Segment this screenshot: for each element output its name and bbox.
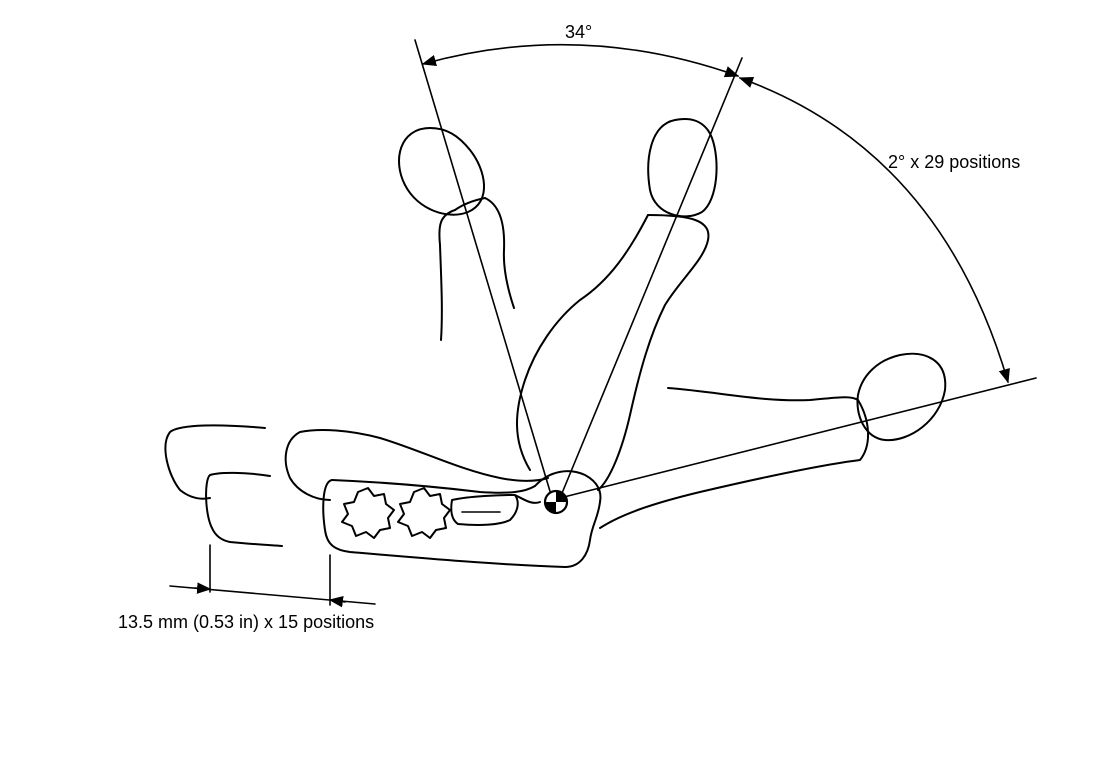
slide-gear-icon [341, 487, 395, 539]
middle-seatback-outline [516, 118, 718, 491]
seat-frame-outline [322, 470, 602, 568]
recline-reference-lines [414, 39, 1037, 499]
recliner-pivot-icon [543, 489, 569, 515]
recline-angle-dimension: 34° [421, 22, 740, 78]
recline-steps-dimension: 2° x 29 positions [738, 76, 1020, 384]
height-gear-icon [397, 487, 451, 539]
reclined-seatback-outline [599, 352, 947, 529]
slide-steps-dimension: 13.5 mm (0.53 in) x 15 positions [118, 544, 376, 632]
slide-steps-label: 13.5 mm (0.53 in) x 15 positions [118, 612, 374, 632]
upright-seatback-outline [397, 127, 515, 341]
recline-range-label: 34° [565, 22, 592, 42]
seat-cushion-forward-outline [164, 424, 283, 547]
recline-steps-label: 2° x 29 positions [888, 152, 1020, 172]
seat-cushion-outline [284, 429, 549, 501]
